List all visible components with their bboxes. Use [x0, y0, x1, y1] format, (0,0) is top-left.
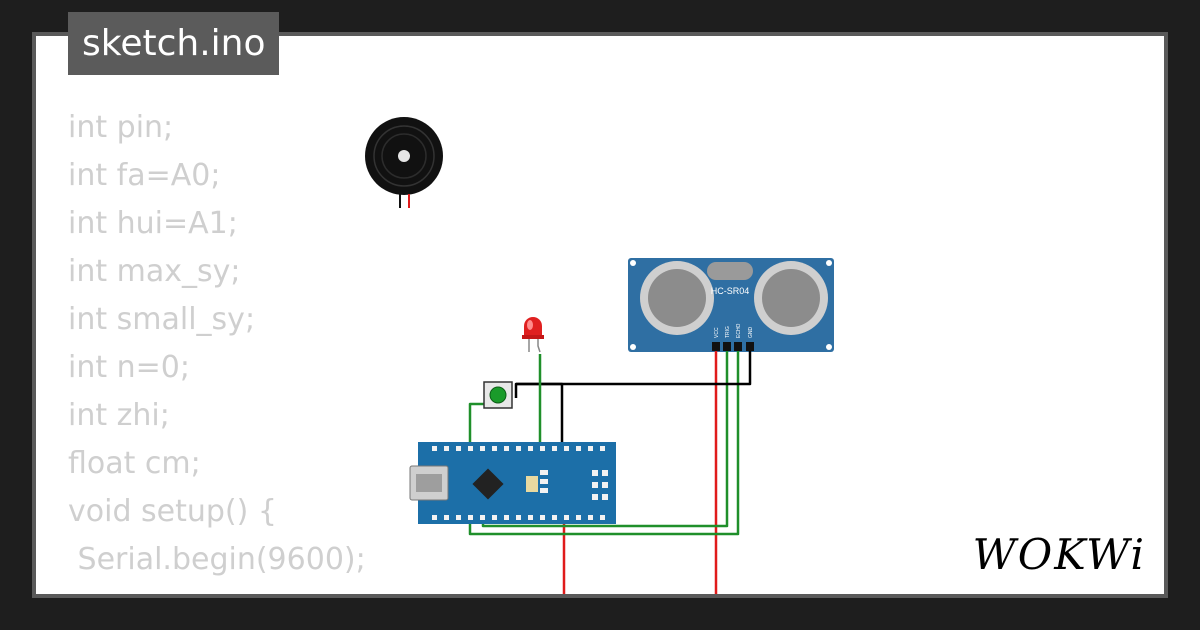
crystal [707, 262, 753, 280]
pin-label-trig: TRIG [725, 326, 731, 338]
buzzer-center [398, 150, 410, 162]
mount-hole [826, 344, 832, 350]
buzzer-ring [381, 133, 427, 179]
code-preview: int pin; int fa=A0; int hui=A1; int max_… [68, 104, 419, 594]
code-line: int small_sy; [68, 302, 256, 337]
ultrasonic-sensor[interactable]: HC-SR04 VCC TRIG ECHO GND [628, 258, 834, 372]
smd-led [540, 470, 548, 475]
mount-hole [630, 260, 636, 266]
pin-label-echo: ECHO [736, 323, 742, 338]
wire-button[interactable] [468, 402, 486, 448]
mcu-chip [472, 468, 504, 500]
button-cap[interactable] [489, 386, 507, 404]
led-highlight [527, 320, 533, 330]
push-button[interactable] [483, 381, 513, 409]
buzzer[interactable] [365, 117, 443, 208]
sensor-pin[interactable] [734, 342, 742, 351]
wire-echo[interactable] [468, 372, 740, 536]
reset-button[interactable] [526, 476, 538, 492]
transducer-right-mesh [762, 269, 820, 327]
smd-led [540, 488, 548, 493]
canvas-border: int pin; int fa=A0; int hui=A1; int max_… [32, 32, 1168, 598]
wokwi-logo: WOKWi [972, 530, 1146, 579]
mount-hole [630, 344, 636, 350]
wire-gnd[interactable] [514, 372, 752, 398]
buzzer-ring [373, 125, 435, 187]
nano-board [418, 442, 616, 524]
smd-led [540, 479, 548, 484]
led-lead [537, 339, 541, 353]
code-line: int fa=A0; [68, 158, 221, 193]
pin-label-vcc: VCC [714, 327, 720, 338]
pin-header-bottom [432, 515, 605, 520]
sensor-pin[interactable] [723, 342, 731, 351]
sensor-label: HC-SR04 [711, 286, 750, 296]
code-line: int max_sy; [68, 254, 241, 289]
arduino-nano[interactable] [409, 442, 616, 524]
usb-port [416, 474, 442, 492]
sensor-pin[interactable] [746, 342, 754, 351]
simulation-canvas: int pin; int fa=A0; int hui=A1; int max_… [36, 36, 1164, 594]
led-rim [522, 335, 544, 339]
circuit-diagram: HC-SR04 VCC TRIG ECHO GND [365, 117, 834, 594]
code-line: int pin; [68, 110, 174, 145]
code-line: int hui=A1; [68, 206, 238, 241]
pin-header-top [432, 446, 605, 451]
code-line: int n=0; [68, 350, 190, 385]
icsp-header [592, 470, 608, 500]
red-led[interactable] [522, 317, 544, 353]
code-line: float cm; [68, 446, 201, 481]
transducer-left-mesh [648, 269, 706, 327]
code-line: Serial.begin(9600); [68, 542, 366, 577]
led-dome [524, 317, 542, 336]
sensor-pin[interactable] [712, 342, 720, 351]
file-tab[interactable]: sketch.ino [68, 12, 280, 75]
code-line: int zhi; [68, 398, 170, 433]
code-line: void setup() { [68, 494, 277, 529]
mount-hole [826, 260, 832, 266]
code-line: pinMode(fa, OUTPUT); [68, 584, 419, 594]
pin-label-gnd: GND [748, 327, 754, 339]
wire-gnd-board[interactable] [516, 382, 564, 450]
